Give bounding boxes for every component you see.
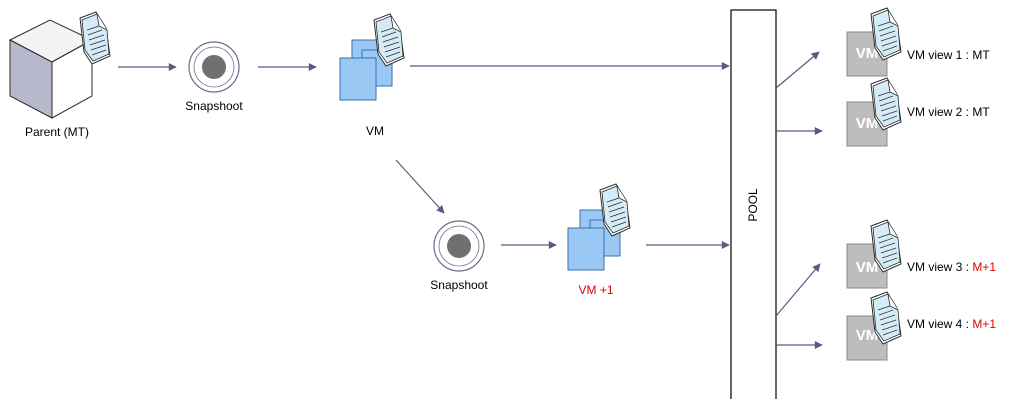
snapshot-label-1: Snapshoot <box>185 99 243 113</box>
snapshot-node-1: Snapshoot <box>185 41 243 113</box>
vm-node: VM <box>339 13 405 138</box>
vm-view-label: VM view 3 : M+1 <box>907 260 996 274</box>
vm-view-4: VM VM view 4 : M+1 <box>846 291 996 361</box>
snapshot-node-2: Snapshoot <box>430 220 488 292</box>
cube-icon <box>8 19 94 119</box>
vm-view-badge: VM <box>856 115 879 132</box>
pool-label: POOL <box>746 188 760 222</box>
vm-view-1: VM VM view 1 : MT <box>846 7 990 77</box>
pool-box <box>730 9 777 399</box>
vm-view-label: VM view 4 : M+1 <box>907 317 996 331</box>
vm-plus-node: VM +1 <box>567 183 631 297</box>
snapshot-disc-icon <box>188 41 240 93</box>
vm-view-badge: VM <box>856 259 879 276</box>
edge-pool-to-view-1 <box>775 51 820 89</box>
vm-view-3: VM VM view 3 : M+1 <box>846 219 996 289</box>
vm-view-badge: VM <box>856 45 879 62</box>
vm-view-label: VM view 1 : MT <box>907 48 990 62</box>
vm-view-2: VM VM view 2 : MT <box>846 77 990 147</box>
snapshot-label-2: Snapshoot <box>430 278 488 292</box>
vm-label: VM <box>366 124 384 138</box>
pool-node: POOL <box>730 9 777 399</box>
edge-pool-to-view-3 <box>775 263 821 317</box>
vm-plus-label: VM +1 <box>578 283 613 297</box>
vm-view-label: VM view 2 : MT <box>907 105 990 119</box>
snapshot-disc-icon <box>433 220 485 272</box>
edge-vm-to-snapshot2 <box>395 159 445 214</box>
vm-view-badge: VM <box>856 327 879 344</box>
parent-label: Parent (MT) <box>25 125 89 139</box>
parent-node: Parent (MT) <box>8 11 111 139</box>
edges <box>118 51 823 349</box>
